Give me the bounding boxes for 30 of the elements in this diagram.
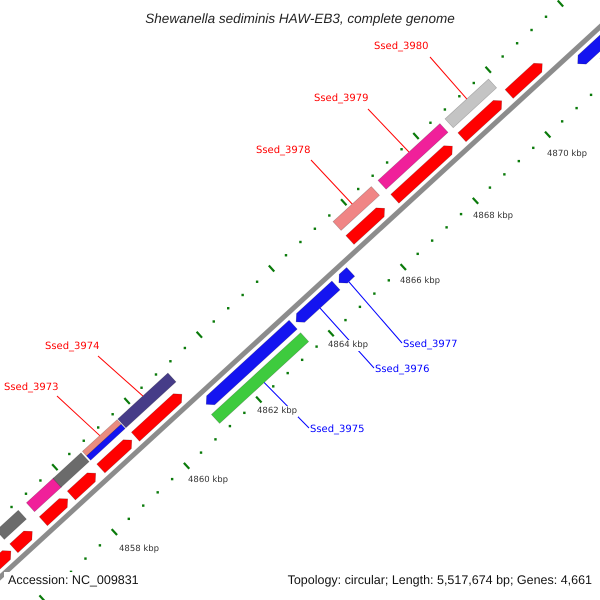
gene-label: Ssed_3979	[314, 93, 369, 105]
gene-label: Ssed_3973	[4, 382, 59, 394]
leader-line	[98, 356, 144, 396]
gene-block	[444, 78, 498, 128]
leader-line	[56, 396, 100, 436]
gene-block	[117, 372, 176, 428]
gene-label: Ssed_3975	[310, 424, 365, 436]
gene-label: Ssed_3976	[375, 364, 430, 376]
leader-line	[368, 108, 410, 152]
scale-label: 4860 kbp	[187, 475, 230, 486]
gene-label: Ssed_3977	[403, 339, 458, 351]
leader-line	[310, 160, 353, 205]
gene-feature	[206, 320, 298, 406]
gene-feature	[296, 280, 340, 323]
leader-line	[430, 56, 468, 100]
map-title: Shewanella sediminis HAW-EB3, complete genome	[145, 10, 455, 28]
gene-block	[332, 186, 380, 231]
gene-block	[210, 332, 310, 424]
scale-label: 4858 kbp	[118, 544, 160, 555]
scale-label: 4862 kbp	[256, 406, 298, 417]
leader-line	[348, 281, 402, 344]
gene-feature	[338, 267, 356, 284]
gene-label: Ssed_3974	[45, 341, 100, 353]
scale-label: 4864 kbp	[327, 340, 370, 351]
gene-label: Ssed_3978	[256, 145, 311, 157]
scale-label: 4870 kbp	[546, 149, 588, 160]
gene-block	[378, 123, 448, 190]
scale-label: 4868 kbp	[472, 211, 514, 222]
scale-label: 4866 kbp	[399, 276, 442, 287]
gene-label: Ssed_3980	[374, 41, 429, 53]
